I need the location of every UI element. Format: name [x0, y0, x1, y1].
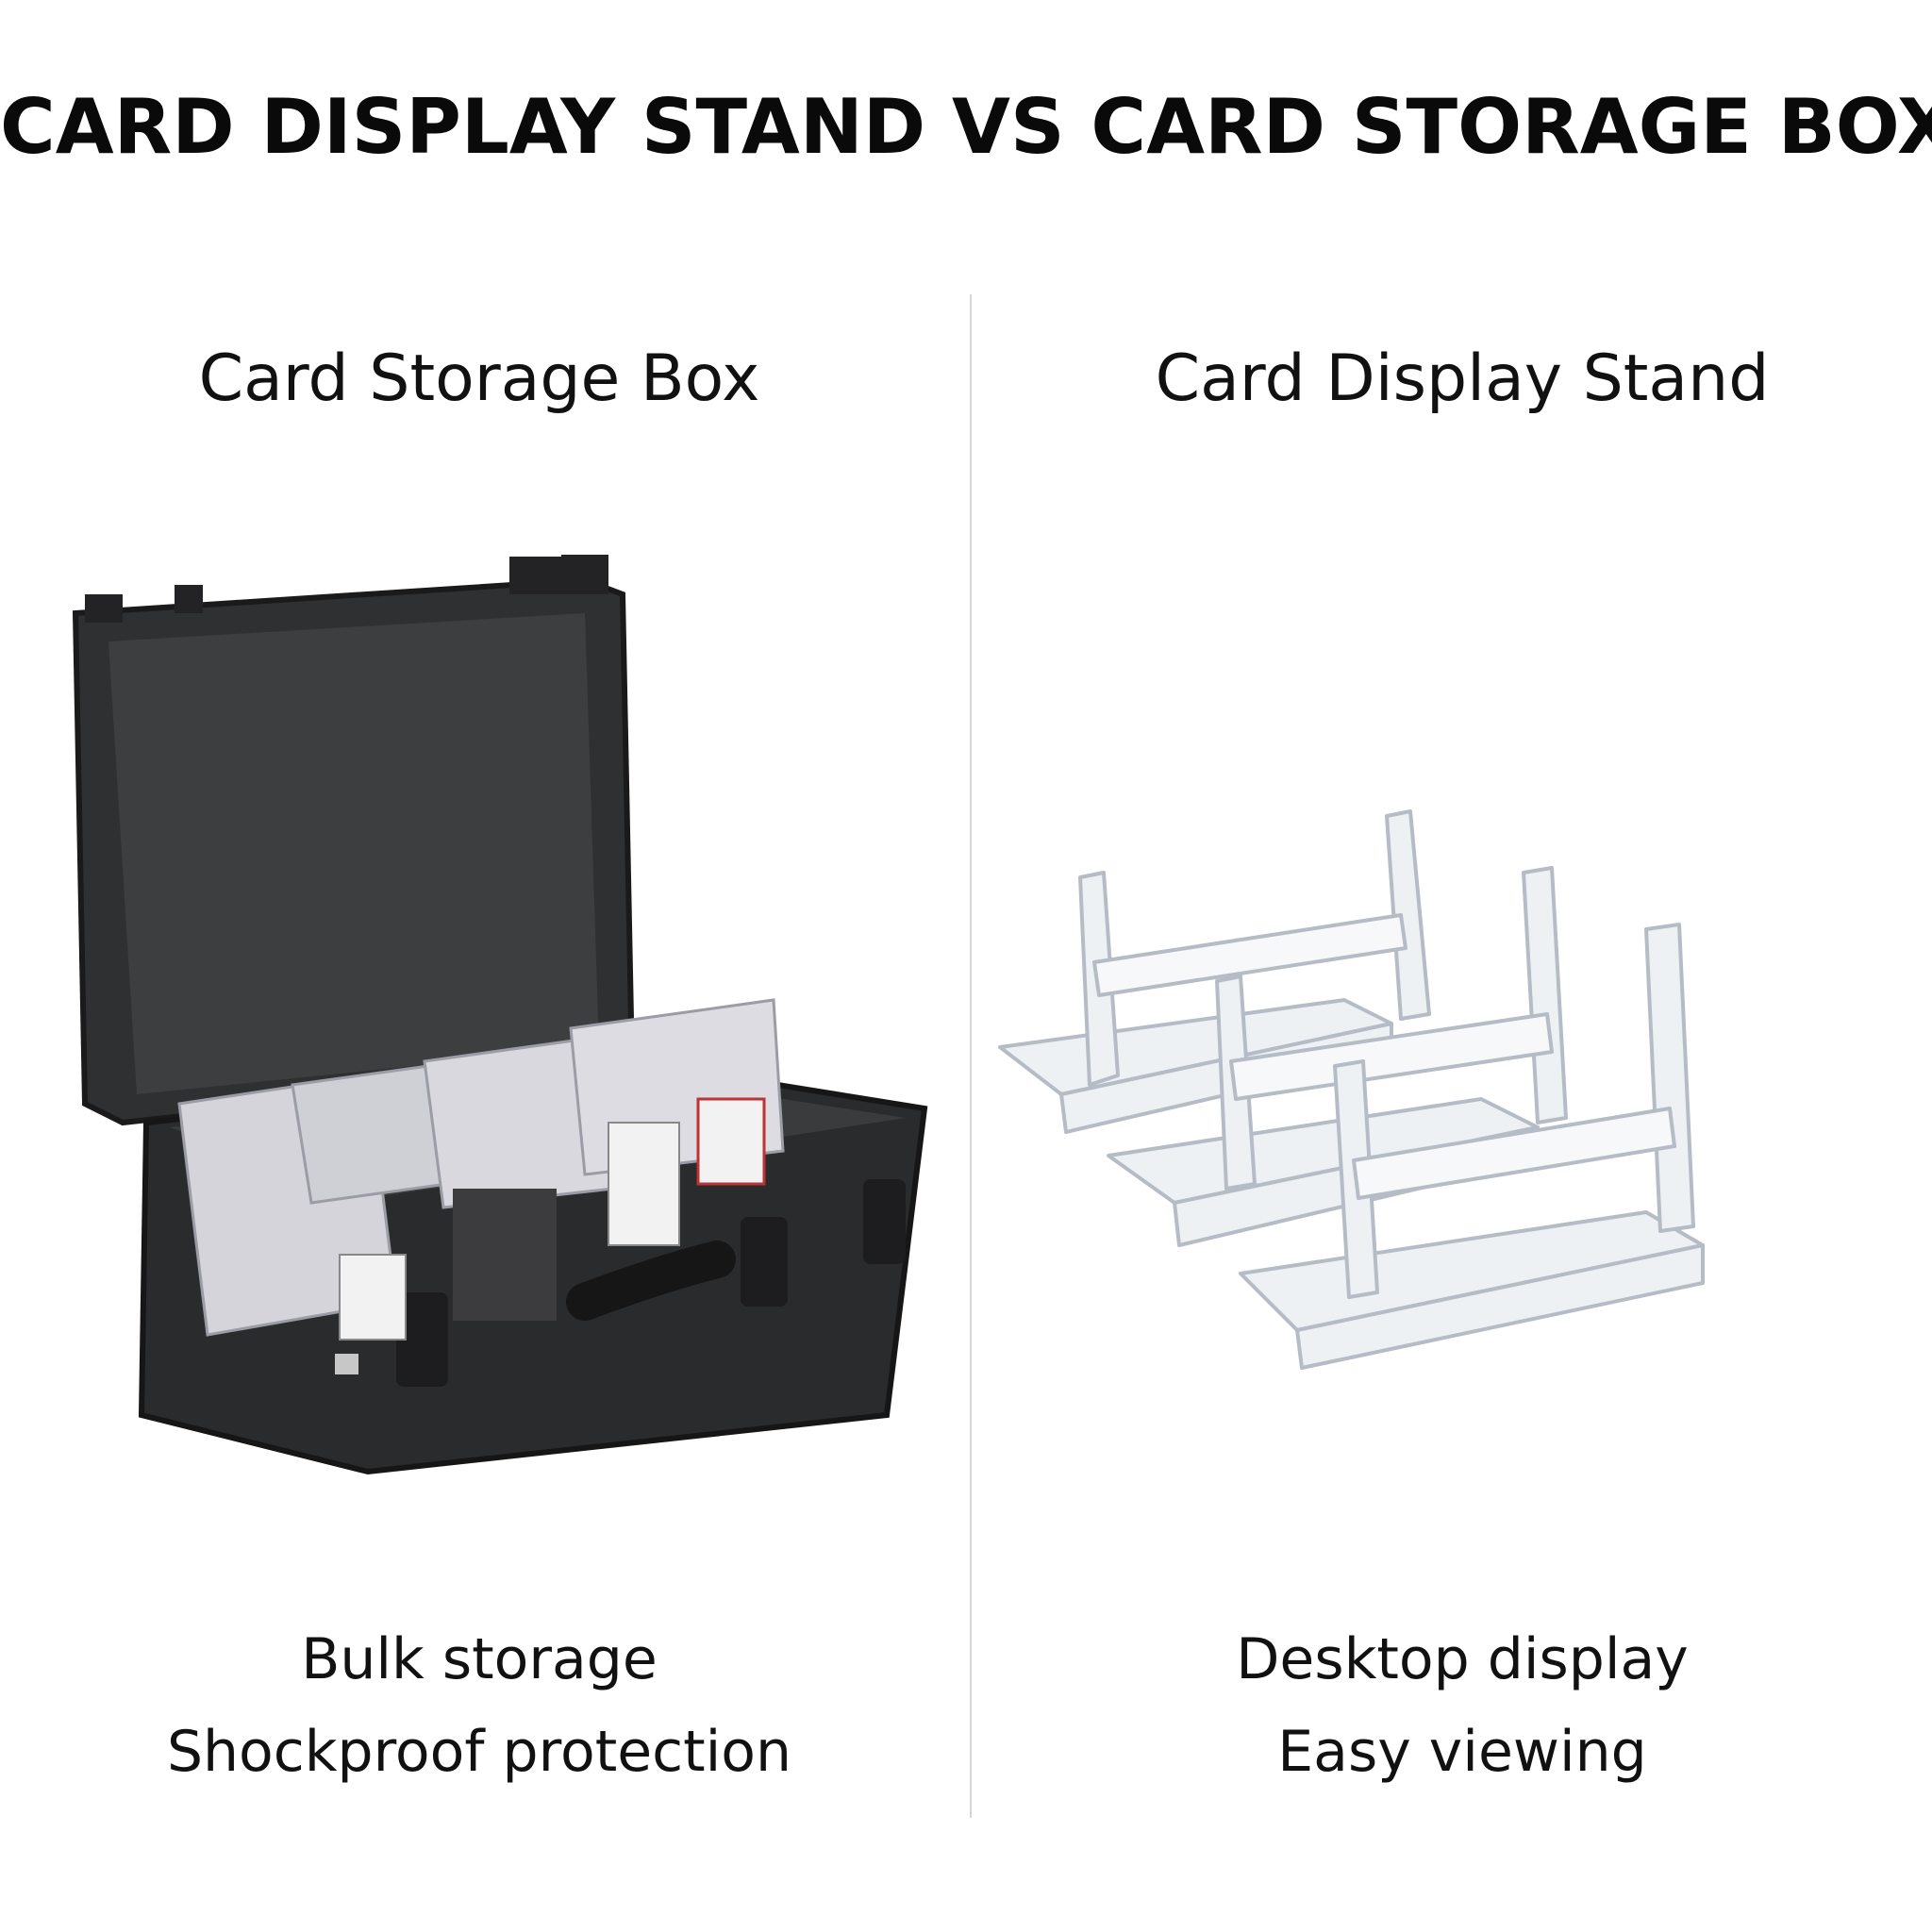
- feature-bulk-storage: Bulk storage: [301, 1626, 658, 1692]
- graded-card-rows: [177, 998, 785, 1341]
- column-divider: [970, 294, 972, 1818]
- display-stand-icon: [998, 809, 1705, 1370]
- storage-box-title: Card Storage Box: [198, 341, 760, 416]
- case-lid: [72, 555, 636, 1126]
- feature-easy-viewing: Easy viewing: [1277, 1719, 1647, 1785]
- display-stand-features: Desktop display Easy viewing: [991, 1613, 1932, 1798]
- feature-shockproof: Shockproof protection: [166, 1719, 792, 1785]
- storage-box-features: Bulk storage Shockproof protection: [8, 1613, 951, 1798]
- acrylic-stand-3: [1239, 923, 1705, 1370]
- storage-case-icon: [72, 555, 928, 1475]
- feature-desktop-display: Desktop display: [1236, 1626, 1689, 1692]
- display-stand-title: Card Display Stand: [1155, 341, 1770, 416]
- page-title: CARD DISPLAY STAND VS CARD STORAGE BOX: [0, 83, 1932, 171]
